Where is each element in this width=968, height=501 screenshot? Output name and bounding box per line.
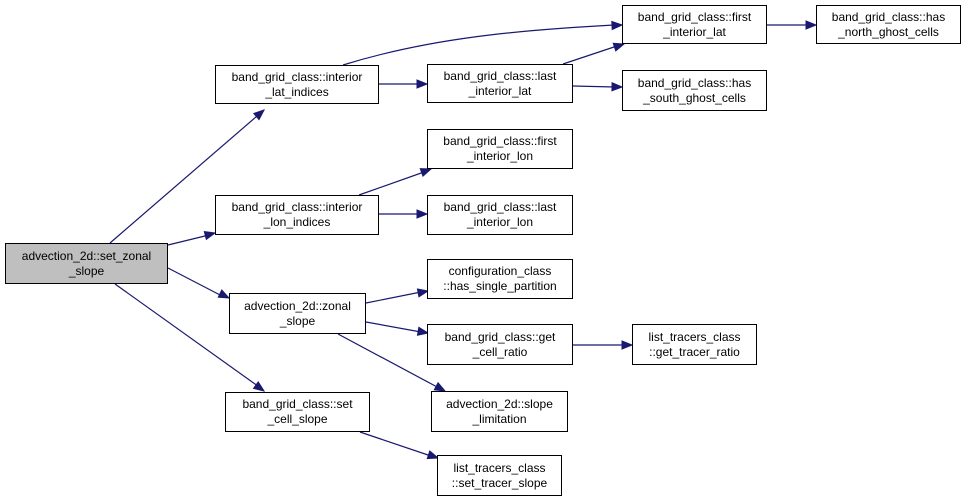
node-label-line1: band_grid_class::has (831, 9, 946, 24)
node-has-south-ghost-cells[interactable]: band_grid_class::has _south_ghost_cells (622, 70, 767, 111)
arrowhead-first_interior_lat-to-has_north_ghost_cells (805, 20, 818, 30)
arrowhead-set_cell_slope-to-set_tracer_slope (426, 450, 440, 460)
node-label-line2: _north_ghost_cells (838, 24, 939, 39)
node-interior-lat-indices[interactable]: band_grid_class::interior _lat_indices (215, 65, 379, 104)
edge-last_interior_lat-to-has_south_ghost_cells (572, 85, 616, 88)
node-label-line1: band_grid_class::has (637, 75, 752, 90)
node-slope-limitation[interactable]: advection_2d::slope _limitation (431, 391, 568, 432)
node-label-line1: list_tracers_class (453, 460, 546, 475)
node-label-line2: ::get_tracer_ratio (649, 344, 740, 359)
node-label-line1: advection_2d::set_zonal (21, 248, 152, 263)
node-label-line2: _lon_indices (263, 215, 331, 229)
node-label-line2: _limitation (472, 411, 527, 426)
edge-interior_lat_indices-to-first_interior_lat (342, 24, 615, 66)
node-interior-lon-indices[interactable]: band_grid_class::interior _lon_indices (215, 195, 379, 235)
arrowhead-last_interior_lat-to-first_interior_lat (612, 42, 626, 52)
node-label-line1: advection_2d::slope (446, 396, 553, 411)
arrowhead-zonal_slope-to-has_single_partition (416, 288, 430, 298)
edge-zonal_slope-to-slope_limitation (337, 333, 440, 389)
node-label-line2: _interior_lat (663, 24, 726, 39)
node-label-line1: band_grid_class::first (443, 134, 557, 148)
node-has-single-partition[interactable]: configuration_class ::has_single_partiti… (427, 259, 573, 299)
arrowhead-interior_lon_indices-to-first_interior_lon (419, 168, 433, 178)
node-label-line1: band_grid_class::first (637, 9, 752, 24)
node-label-line1: band_grid_class::get (444, 329, 556, 344)
node-set-zonal-slope: advection_2d::set_zonal _slope (5, 243, 168, 284)
node-label-line1: advection_2d::zonal (244, 298, 351, 313)
node-zonal-slope[interactable]: advection_2d::zonal _slope (229, 293, 366, 334)
node-label-line1: configuration_class (448, 264, 552, 278)
node-label-line1: band_grid_class::interior (231, 200, 363, 214)
edge-zonal_slope-to-get_cell_ratio (365, 321, 422, 333)
arrowhead-interior_lat_indices-to-last_interior_lat (416, 79, 429, 89)
node-label-line2: ::set_tracer_slope (451, 475, 548, 490)
node-last-interior-lat[interactable]: band_grid_class::last _interior_lat (427, 64, 573, 103)
arrowhead-get_cell_ratio-to-get_tracer_ratio (621, 340, 634, 350)
node-set-cell-slope[interactable]: band_grid_class::set _cell_slope (225, 392, 370, 432)
arrowhead-set_zonal_slope-to-interior_lon_indices (203, 231, 217, 241)
node-label-line1: list_tracers_class (648, 329, 741, 344)
edge-set_zonal_slope-to-set_cell_slope (114, 283, 263, 390)
edge-set_zonal_slope-to-interior_lat_indices (109, 109, 265, 244)
node-label-line2: _interior_lat (468, 83, 532, 98)
node-get-cell-ratio[interactable]: band_grid_class::get _cell_ratio (427, 324, 573, 365)
node-label-line1: band_grid_class::set (242, 397, 353, 411)
node-has-north-ghost-cells[interactable]: band_grid_class::has _north_ghost_cells (816, 5, 961, 44)
node-label-line2: _south_ghost_cells (643, 90, 746, 105)
node-first-interior-lon[interactable]: band_grid_class::first _interior_lon (427, 129, 573, 169)
node-label-line2: _cell_slope (267, 412, 328, 426)
node-last-interior-lon[interactable]: band_grid_class::last _interior_lon (427, 195, 573, 235)
node-label-line1: band_grid_class::last (443, 200, 557, 214)
edge-last_interior_lat-to-first_interior_lat (562, 45, 618, 65)
node-label-line2: _slope (68, 263, 105, 278)
arrowhead-set_zonal_slope-to-interior_lat_indices (252, 109, 266, 121)
node-label-line2: _slope (279, 313, 316, 328)
edge-set_zonal_slope-to-interior_lon_indices (167, 234, 210, 246)
edge-set_zonal_slope-to-zonal_slope (167, 267, 223, 297)
arrowhead-zonal_slope-to-get_cell_ratio (416, 326, 430, 336)
node-label-line2: _interior_lon (466, 149, 534, 163)
node-label-line1: band_grid_class::last (443, 68, 557, 83)
node-label-line1: band_grid_class::interior (231, 69, 363, 84)
arrowhead-last_interior_lat-to-has_south_ghost_cells (611, 82, 624, 92)
edge-set_cell_slope-to-set_tracer_slope (359, 431, 432, 457)
edge-interior_lon_indices-to-first_interior_lon (358, 171, 425, 196)
node-get-tracer-ratio[interactable]: list_tracers_class ::get_tracer_ratio (632, 324, 757, 365)
arrowhead-set_zonal_slope-to-set_cell_slope (252, 381, 266, 392)
arrowhead-zonal_slope-to-slope_limitation (433, 381, 447, 392)
arrowhead-interior_lat_indices-to-first_interior_lat (611, 20, 624, 31)
arrowhead-set_zonal_slope-to-zonal_slope (217, 289, 231, 299)
node-label-line2: _cell_ratio (472, 344, 528, 359)
node-label-line2: _interior_lon (466, 215, 534, 229)
node-label-line2: ::has_single_partition (443, 279, 557, 293)
arrowhead-interior_lon_indices-to-last_interior_lon (416, 209, 429, 219)
edge-zonal_slope-to-has_single_partition (365, 291, 422, 304)
node-first-interior-lat[interactable]: band_grid_class::first _interior_lat (622, 5, 767, 44)
node-set-tracer-slope[interactable]: list_tracers_class ::set_tracer_slope (437, 455, 562, 496)
node-label-line2: _lat_indices (265, 84, 329, 99)
